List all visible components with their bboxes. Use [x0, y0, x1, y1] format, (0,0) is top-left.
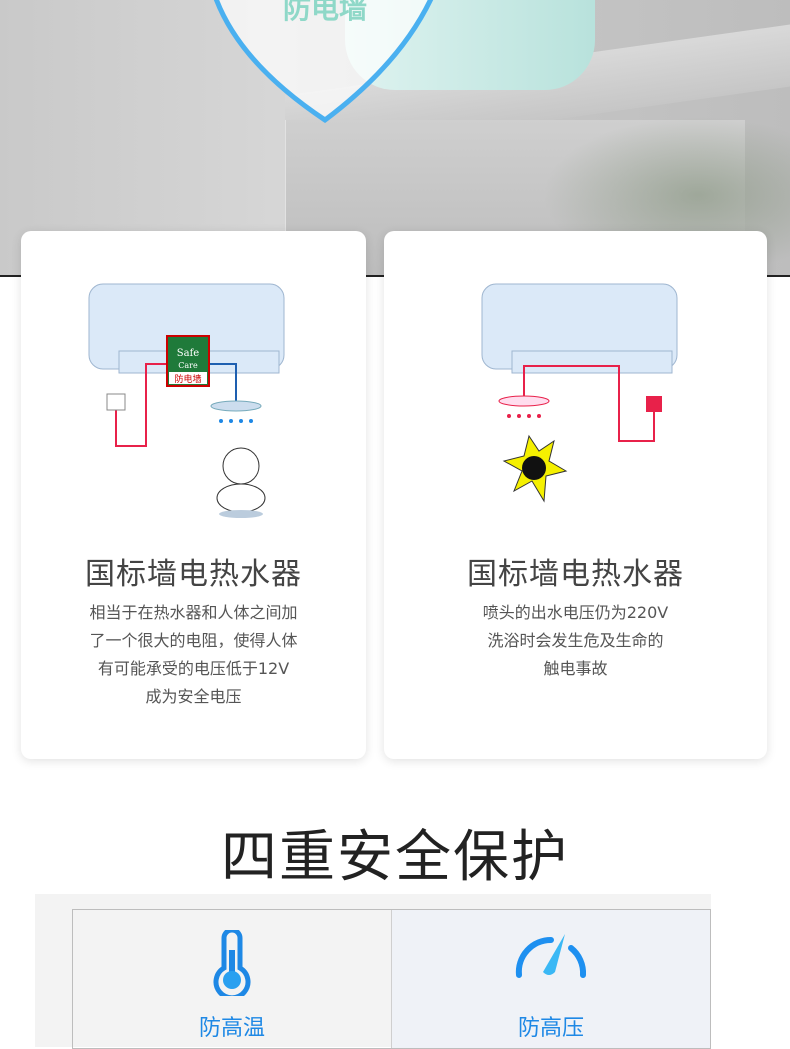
shield-text: 防电墙: [283, 0, 367, 25]
svg-text:Safe: Safe: [177, 348, 200, 359]
desc-line: 洗浴时会发生危及生命的: [487, 631, 664, 650]
svg-text:防电墙: 防电墙: [174, 373, 201, 385]
gauge-icon: [515, 934, 587, 978]
features-grid: 防高温 防高压: [72, 909, 711, 1049]
feature-high-pressure: 防高压: [391, 910, 710, 1048]
desc-line: 有可能承受的电压低于12V: [97, 659, 290, 678]
svg-text:Care: Care: [178, 361, 198, 370]
safe-heater-illustration: Safe Care 防电墙: [88, 283, 285, 518]
card-title: 国标墙电热水器: [85, 557, 302, 592]
card-description: 相当于在热水器和人体之间加 了一个很大的电阻，使得人体 有可能承受的电压低于12…: [61, 599, 326, 711]
card-title: 国标墙电热水器: [467, 557, 684, 592]
desc-line: 触电事故: [543, 659, 608, 678]
desc-line: 成为安全电压: [145, 687, 242, 706]
card-with-protection: Safe Care 防电墙 国标墙电热水器 相当于在热水器和人体之间加 了一个很…: [21, 231, 366, 759]
thermometer-icon: [213, 930, 251, 996]
desc-line: 喷头的出水电压仍为220V: [482, 603, 669, 622]
card-description: 喷头的出水电压仍为220V 洗浴时会发生危及生命的 触电事故: [424, 599, 727, 683]
feature-label: 防高压: [517, 1016, 584, 1041]
card-without-protection: 国标墙电热水器 喷头的出水电压仍为220V 洗浴时会发生危及生命的 触电事故: [384, 231, 767, 759]
feature-label: 防高温: [198, 1016, 265, 1041]
section-title: 四重安全保护: [221, 825, 569, 890]
desc-line: 了一个很大的电阻，使得人体: [89, 631, 298, 650]
unsafe-heater-illustration: [481, 283, 678, 503]
desc-line: 相当于在热水器和人体之间加: [89, 603, 298, 622]
feature-high-temp: 防高温: [73, 910, 391, 1048]
shield-icon: 防电墙: [213, 0, 434, 124]
